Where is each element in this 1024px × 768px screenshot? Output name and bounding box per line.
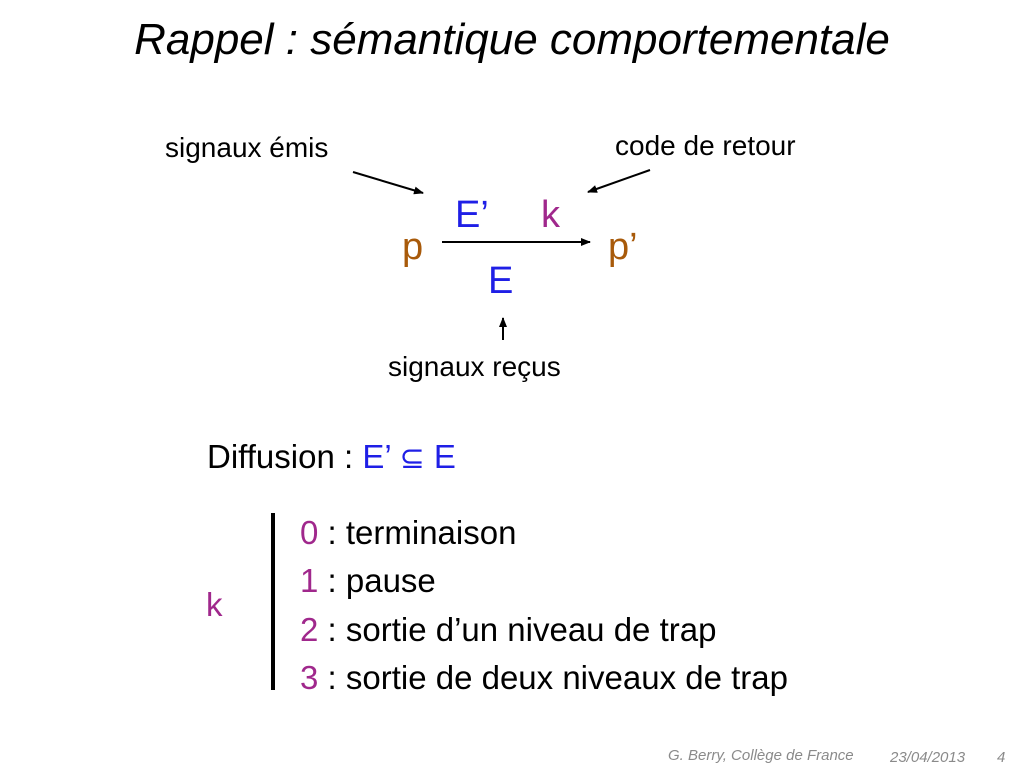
subset-symbol: ⊆ xyxy=(399,441,425,476)
received-signals-label: signaux reçus xyxy=(388,351,561,382)
state-to: p’ xyxy=(608,226,638,268)
code-description: : terminaison xyxy=(318,514,517,551)
code-item-0: 0 : terminaison xyxy=(300,516,516,549)
return-code-label: code de retour xyxy=(615,130,796,161)
return-pointer-arrow xyxy=(587,169,651,193)
code-item-2: 2 : sortie d’un niveau de trap xyxy=(300,613,716,646)
emitted-signals-label: signaux émis xyxy=(165,132,329,163)
code-description: : pause xyxy=(318,562,436,599)
input-signals: E xyxy=(488,260,514,302)
diffusion-label: Diffusion : xyxy=(207,438,354,475)
emitted-pointer-arrow xyxy=(352,171,424,195)
code-item-3: 3 : sortie de deux niveaux de trap xyxy=(300,661,788,694)
slide-title: Rappel : sémantique comportementale xyxy=(134,15,890,64)
code-variable: k xyxy=(206,586,223,623)
code-number: 3 xyxy=(300,659,319,696)
diffusion-rhs: E xyxy=(433,438,456,475)
code-description: : sortie de deux niveaux de trap xyxy=(318,659,788,696)
state-from: p xyxy=(402,226,424,268)
code-description: : sortie d’un niveau de trap xyxy=(318,611,717,648)
diffusion-lhs: E’ xyxy=(362,438,391,475)
footer-date: 23/04/2013 xyxy=(890,749,966,766)
completion-code: k xyxy=(541,194,560,236)
code-number: 1 xyxy=(300,562,319,599)
code-number: 2 xyxy=(300,611,319,648)
code-number: 0 xyxy=(300,514,319,551)
output-signals: E’ xyxy=(455,194,489,236)
footer-page-number: 4 xyxy=(997,749,1006,766)
code-item-1: 1 : pause xyxy=(300,564,436,597)
footer-author: G. Berry, Collège de France xyxy=(668,747,854,764)
diffusion-statement: Diffusion : E’ ⊆ E xyxy=(207,440,456,474)
